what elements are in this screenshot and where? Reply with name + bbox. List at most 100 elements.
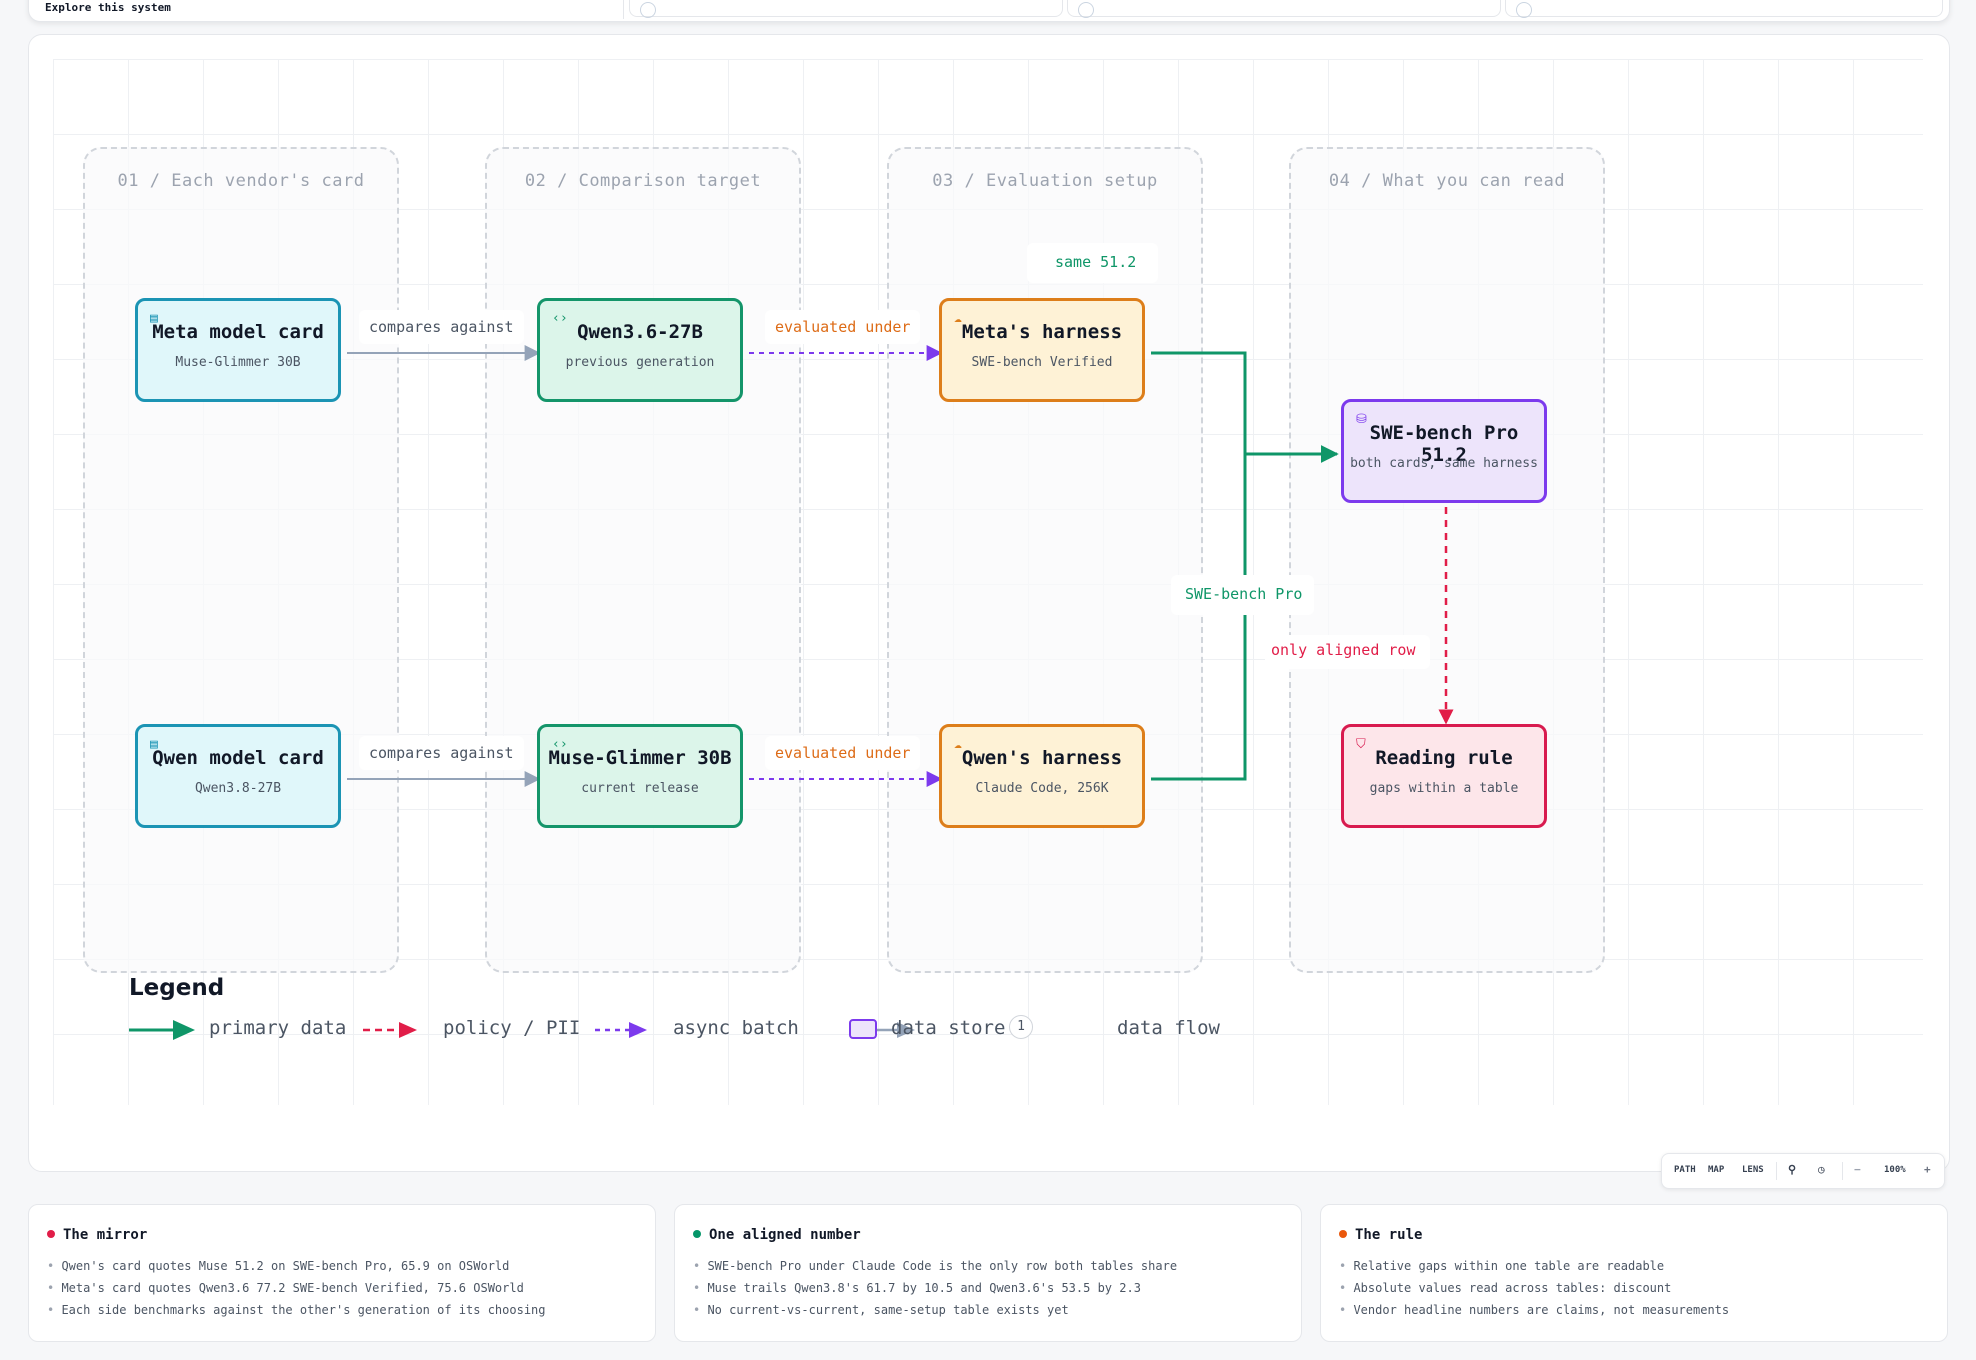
status-dot xyxy=(47,1230,55,1238)
shield-icon: ⛉ xyxy=(1356,737,1366,752)
search-icon xyxy=(1516,2,1532,18)
lane-title: 03 / Evaluation setup xyxy=(932,171,1158,191)
legend-data-store-swatch xyxy=(849,1019,877,1039)
lane-comparison-target: 02 / Comparison target xyxy=(485,147,801,973)
list-item: Each side benchmarks against the other's… xyxy=(47,1299,545,1321)
toolbar-divider xyxy=(623,0,624,19)
node-subtitle: Muse-Glimmer 30B xyxy=(175,355,301,370)
edge-label-evaluated-bottom: evaluated under xyxy=(765,736,921,770)
card-heading: The rule xyxy=(1339,1227,1422,1243)
list-item: Qwen's card quotes Muse 51.2 on SWE-benc… xyxy=(47,1255,546,1277)
card-title: The rule xyxy=(1355,1227,1423,1243)
node-title: SWE-bench Pro 51.2 xyxy=(1369,422,1519,466)
top-input-1[interactable] xyxy=(629,0,1063,18)
node-subtitle: Qwen3.8-27B xyxy=(194,781,282,796)
list-item: Meta's card quotes Qwen3.6 77.2 SWE-benc… xyxy=(47,1277,546,1299)
card-the-rule: The rule Relative gaps within one table … xyxy=(1320,1204,1948,1342)
node-swe-bench-pro[interactable]: ⛁ SWE-bench Pro 51.2 both cards, same ha… xyxy=(1341,399,1547,503)
database-icon: ⛁ xyxy=(1356,412,1367,427)
node-qwen36-27b[interactable]: ‹› Qwen3.6-27B previous generation xyxy=(537,298,743,402)
legend-data-store: data store xyxy=(891,1017,1006,1039)
card-heading: The mirror xyxy=(47,1227,147,1243)
edge-qwen-harness-to-swe-pro xyxy=(1151,454,1247,781)
card-one-aligned-number: One aligned number SWE-bench Pro under C… xyxy=(674,1204,1302,1342)
node-title: Muse-Glimmer 30B xyxy=(548,747,732,769)
cloud-icon: ☁ xyxy=(954,737,962,752)
card-list: Qwen's card quotes Muse 51.2 on SWE-benc… xyxy=(47,1255,546,1321)
lane-evaluation-setup: 03 / Evaluation setup xyxy=(887,147,1203,973)
node-title: Meta's harness xyxy=(961,321,1123,343)
edge-meta-harness-to-swe-pro xyxy=(1151,351,1339,463)
node-subtitle: Claude Code, 256K xyxy=(975,781,1109,796)
reset-icon[interactable]: ◷ xyxy=(1818,1163,1825,1176)
code-brackets-icon: ‹› xyxy=(552,311,568,326)
lens-button[interactable]: LENS xyxy=(1742,1165,1764,1175)
list-item: Absolute values read across tables: disc… xyxy=(1339,1277,1729,1299)
node-subtitle: previous generation xyxy=(565,355,715,370)
search-icon xyxy=(1078,2,1094,18)
lane-title: 02 / Comparison target xyxy=(524,171,762,191)
zoom-level: 100% xyxy=(1884,1165,1906,1175)
list-item: SWE-bench Pro under Claude Code is the o… xyxy=(693,1255,1177,1277)
list-item: Relative gaps within one table are reada… xyxy=(1339,1255,1729,1277)
status-dot xyxy=(1339,1230,1347,1238)
explore-label[interactable]: Explore this system xyxy=(45,1,171,14)
map-button[interactable]: MAP xyxy=(1708,1165,1725,1175)
node-subtitle: both cards, same harness xyxy=(1350,456,1538,471)
edge-label-swe-bench-pro: SWE-bench Pro xyxy=(1171,575,1315,615)
toolbar-separator xyxy=(1776,1162,1777,1180)
card-title: The mirror xyxy=(63,1227,148,1243)
card-the-mirror: The mirror Qwen's card quotes Muse 51.2 … xyxy=(28,1204,656,1342)
legend-data-flow: data flow xyxy=(1117,1017,1220,1039)
path-button[interactable]: PATH xyxy=(1674,1165,1696,1175)
node-title: Qwen3.6-27B xyxy=(577,321,703,343)
node-meta-model-card[interactable]: ▤ Meta model card Muse-Glimmer 30B xyxy=(135,298,341,402)
node-meta-harness[interactable]: ☁ Meta's harness SWE-bench Verified xyxy=(939,298,1145,402)
list-item: No current-vs-current, same-setup table … xyxy=(693,1299,1177,1321)
code-brackets-icon: ‹› xyxy=(552,737,568,752)
lane-title: 04 / What you can read xyxy=(1328,171,1566,191)
diagram-canvas: 01 / Each vendor's card 02 / Comparison … xyxy=(28,34,1950,1189)
list-item: Muse trails Qwen3.8's 61.7 by 10.5 and Q… xyxy=(693,1277,1177,1299)
legend-async-batch: async batch xyxy=(673,1017,799,1039)
list-item: Vendor headline numbers are claims, not … xyxy=(1339,1299,1729,1321)
top-input-3[interactable] xyxy=(1505,0,1943,18)
lane-vendor-card: 01 / Each vendor's card xyxy=(83,147,399,973)
edge-label-evaluated-top: evaluated under xyxy=(765,310,921,344)
edges-layer xyxy=(347,345,1454,787)
status-dot xyxy=(693,1230,701,1238)
legend-swatches xyxy=(129,1020,915,1040)
node-title: Qwen model card xyxy=(152,747,324,769)
node-title: Qwen's harness xyxy=(961,747,1123,769)
node-subtitle: current release xyxy=(581,781,699,796)
canvas-toolbar: PATH MAP LENS ⚲ ◷ − 100% + xyxy=(1661,1153,1945,1189)
search-icon xyxy=(640,2,656,18)
toolbar-separator xyxy=(1842,1162,1843,1180)
lane-title: 01 / Each vendor's card xyxy=(117,171,365,191)
zoom-out-button[interactable]: − xyxy=(1854,1163,1861,1176)
top-input-2[interactable] xyxy=(1067,0,1501,18)
edge-label-compares-bottom: compares against xyxy=(359,736,524,770)
card-list: Relative gaps within one table are reada… xyxy=(1339,1255,1729,1321)
edge-label-compares-top: compares against xyxy=(359,310,524,344)
legend-primary-data: primary data xyxy=(209,1017,347,1039)
legend-title: Legend xyxy=(129,975,225,1001)
node-muse-glimmer-30b[interactable]: ‹› Muse-Glimmer 30B current release xyxy=(537,724,743,828)
browser-window-icon: ▤ xyxy=(150,737,158,752)
top-toolbar: Explore this system xyxy=(28,0,1950,22)
edge-label-same: same 51.2 xyxy=(1027,243,1159,283)
legend-count-badge: 1 xyxy=(1009,1015,1033,1039)
node-qwen-model-card[interactable]: ▤ Qwen model card Qwen3.8-27B xyxy=(135,724,341,828)
search-icon[interactable]: ⚲ xyxy=(1788,1163,1797,1176)
card-title: One aligned number xyxy=(709,1227,861,1243)
node-title: Meta model card xyxy=(152,321,324,343)
node-subtitle: gaps within a table xyxy=(1369,781,1519,796)
node-subtitle: SWE-bench Verified xyxy=(971,355,1113,370)
lane-what-you-can-read: 04 / What you can read xyxy=(1289,147,1605,973)
node-qwen-harness[interactable]: ☁ Qwen's harness Claude Code, 256K xyxy=(939,724,1145,828)
edge-label-only-aligned-row: only aligned row xyxy=(1265,635,1430,669)
zoom-in-button[interactable]: + xyxy=(1924,1163,1931,1176)
node-reading-rule[interactable]: ⛉ Reading rule gaps within a table xyxy=(1341,724,1547,828)
cloud-icon: ☁ xyxy=(954,311,962,326)
node-title: Reading rule xyxy=(1375,747,1513,769)
